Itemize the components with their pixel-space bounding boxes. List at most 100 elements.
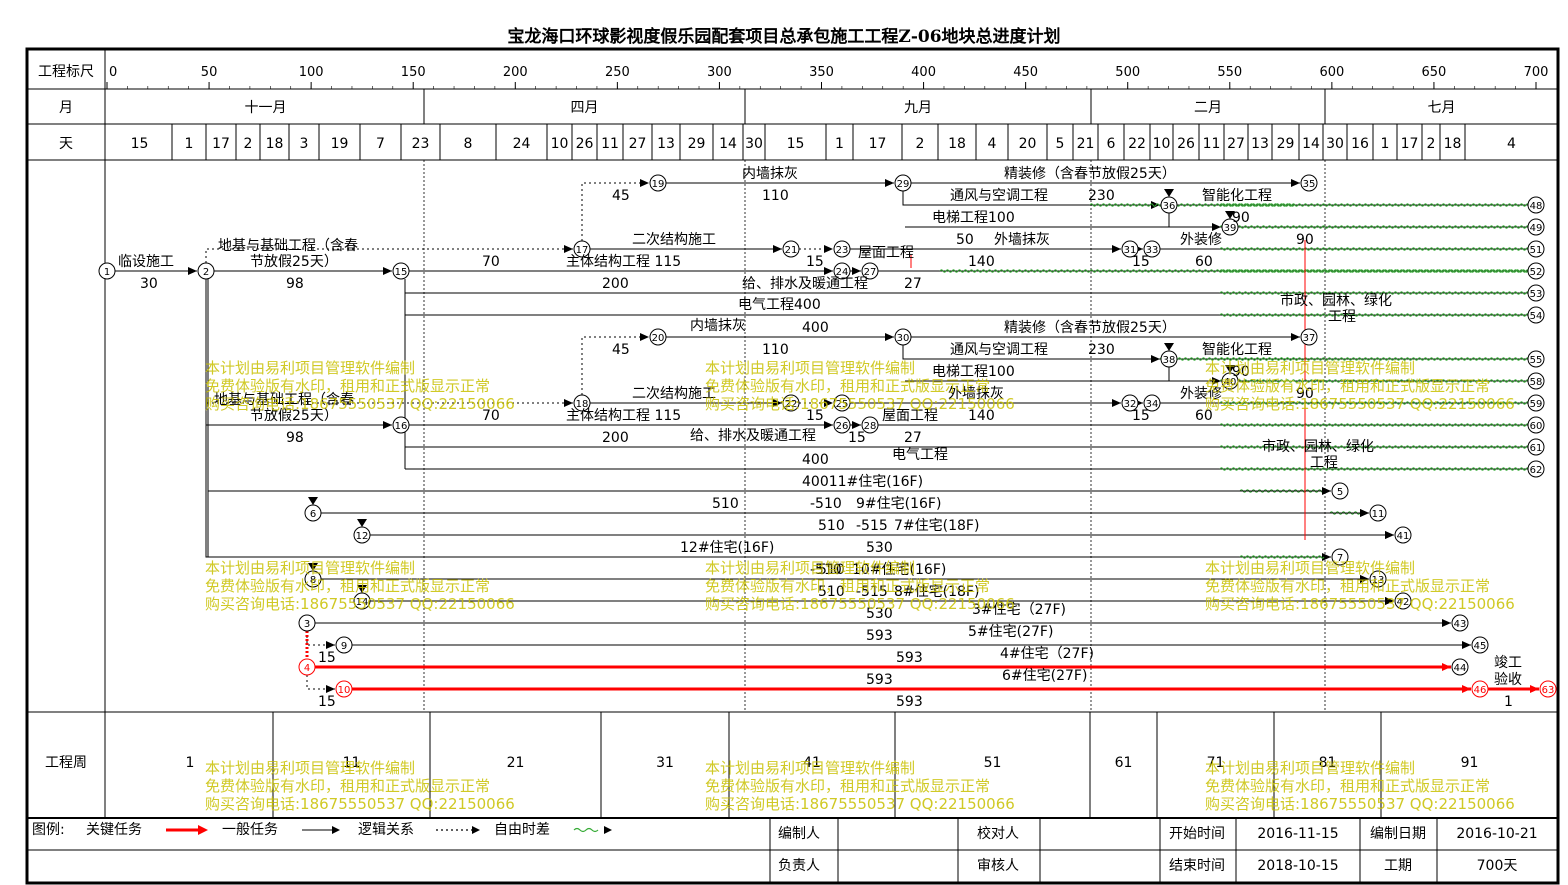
- watermark-text: 本计划由易利项目管理软件编制: [705, 759, 915, 777]
- task-label: 8#住宅(18F): [894, 584, 979, 600]
- task-arrowhead: [1385, 531, 1394, 539]
- day-label: 13: [657, 136, 675, 152]
- task-label: 40011#住宅(16F): [802, 474, 923, 490]
- watermark-text: 本计划由易利项目管理软件编制: [1205, 559, 1415, 577]
- day-label: 11: [601, 136, 619, 152]
- week-header: 工程周: [45, 755, 87, 771]
- node-number: 12: [356, 531, 369, 542]
- week-label: 81: [1319, 755, 1337, 771]
- task-arrowhead: [773, 399, 782, 407]
- watermark-text: 购买咨询电话:18675550537 QQ:22150066: [1205, 395, 1515, 413]
- task-arrowhead: [824, 245, 833, 253]
- task-arrowhead: [1442, 663, 1451, 671]
- task-label: 精装修（含春节放假25天）: [1004, 320, 1176, 336]
- network-node: [1471, 636, 1489, 654]
- day-label: 29: [1277, 136, 1295, 152]
- scale-tick-label: 400: [911, 65, 936, 80]
- day-label: 14: [1302, 136, 1320, 152]
- node-number: 24: [836, 267, 849, 278]
- month-label: 九月: [904, 100, 932, 116]
- scale-tick-label: 600: [1319, 65, 1344, 80]
- free-float-line: [1239, 555, 1325, 559]
- node-number: 17: [576, 245, 589, 256]
- network-node: [353, 526, 371, 544]
- task-label: 400: [802, 452, 829, 468]
- task-label: 工程: [1328, 309, 1356, 325]
- task-label: 节放假25天）: [250, 408, 338, 424]
- task-label: 50: [956, 232, 974, 248]
- legend-title: 图例:: [32, 822, 65, 838]
- task-arrowhead: [1530, 685, 1539, 693]
- node-number: 59: [1530, 399, 1543, 410]
- footer-reviewer-label: 审核人: [977, 858, 1019, 874]
- task-label: 140: [968, 254, 995, 270]
- task-label: 智能化工程: [1202, 188, 1272, 204]
- watermark-text: 购买咨询电话:18675550537 QQ:22150066: [1205, 595, 1515, 613]
- scale-tick-label: 650: [1422, 65, 1447, 80]
- task-label: 530: [866, 540, 893, 556]
- network-node: [833, 394, 851, 412]
- network-node: [1143, 394, 1161, 412]
- task-label: 主体结构工程 115: [566, 254, 681, 270]
- watermark-text: 购买咨询电话:18675550537 QQ:22150066: [1205, 795, 1515, 813]
- day-label: 19: [331, 136, 349, 152]
- network-node: [1527, 284, 1545, 302]
- node-number: 35: [1303, 179, 1316, 190]
- start-marker: [308, 497, 318, 505]
- node-number: 32: [1124, 399, 1137, 410]
- day-label: 11: [1203, 136, 1221, 152]
- task-label: 主体结构工程 115: [566, 408, 681, 424]
- free-float-line: [1219, 423, 1533, 427]
- day-label: 14: [719, 136, 737, 152]
- task-label: 90: [1232, 364, 1250, 380]
- task-label: 给、排水及暖通工程: [742, 276, 868, 292]
- task-arrowhead: [1112, 399, 1121, 407]
- network-node: [1451, 614, 1469, 632]
- task-label: 90: [1296, 386, 1314, 402]
- legend-float-line: [573, 827, 599, 833]
- footer-owner-label: 负责人: [778, 858, 820, 874]
- network-node: [782, 394, 800, 412]
- month-header: 月: [59, 100, 73, 116]
- scale-header: 工程标尺: [38, 64, 94, 80]
- task-arrowhead: [1360, 509, 1369, 517]
- task-label: 12#住宅(16F): [680, 540, 774, 556]
- network-node: [1121, 240, 1139, 258]
- node-number: 42: [1397, 597, 1410, 608]
- start-marker: [1225, 365, 1235, 373]
- task-arrowhead: [326, 641, 335, 649]
- network-node: [197, 262, 215, 280]
- day-label: 5: [1056, 136, 1065, 152]
- day-label: 17: [212, 136, 230, 152]
- month-row: 十一月四月九月二月七月: [245, 89, 1456, 124]
- network-node: [649, 328, 667, 346]
- day-label: 2: [916, 136, 925, 152]
- legend-logic-arrow: [472, 826, 480, 834]
- footer-end-value: 2018-10-15: [1257, 858, 1338, 874]
- node-number: 41: [1397, 531, 1410, 542]
- node-number: 2: [203, 267, 209, 278]
- network-node: [894, 174, 912, 192]
- footer-start-value: 2016-11-15: [1257, 826, 1338, 842]
- week-label: 51: [984, 755, 1002, 771]
- start-marker: [1164, 343, 1174, 351]
- network-node: [98, 262, 116, 280]
- watermark-text: 免费体验版有水印，租用和正式版显示正常: [705, 777, 990, 795]
- free-float-line: [1219, 225, 1533, 229]
- node-number: 7: [1337, 553, 1343, 564]
- task-label: 45: [612, 188, 630, 204]
- month-label: 二月: [1194, 100, 1222, 116]
- task-label: 地基与基础工程（含春: [214, 391, 354, 408]
- network-node: [304, 570, 322, 588]
- network-node: [1471, 680, 1489, 698]
- watermark-text: 免费体验版有水印，租用和正式版显示正常: [205, 577, 490, 595]
- task-label: 30: [140, 276, 158, 292]
- network-node: [1300, 174, 1318, 192]
- node-number: 48: [1530, 201, 1543, 212]
- task-label: 400: [802, 320, 829, 336]
- task-label: 200: [602, 430, 629, 446]
- network-node: [1394, 526, 1412, 544]
- task-label: 外墙抹灰: [948, 386, 1004, 402]
- task-label: 屋面工程: [858, 245, 914, 261]
